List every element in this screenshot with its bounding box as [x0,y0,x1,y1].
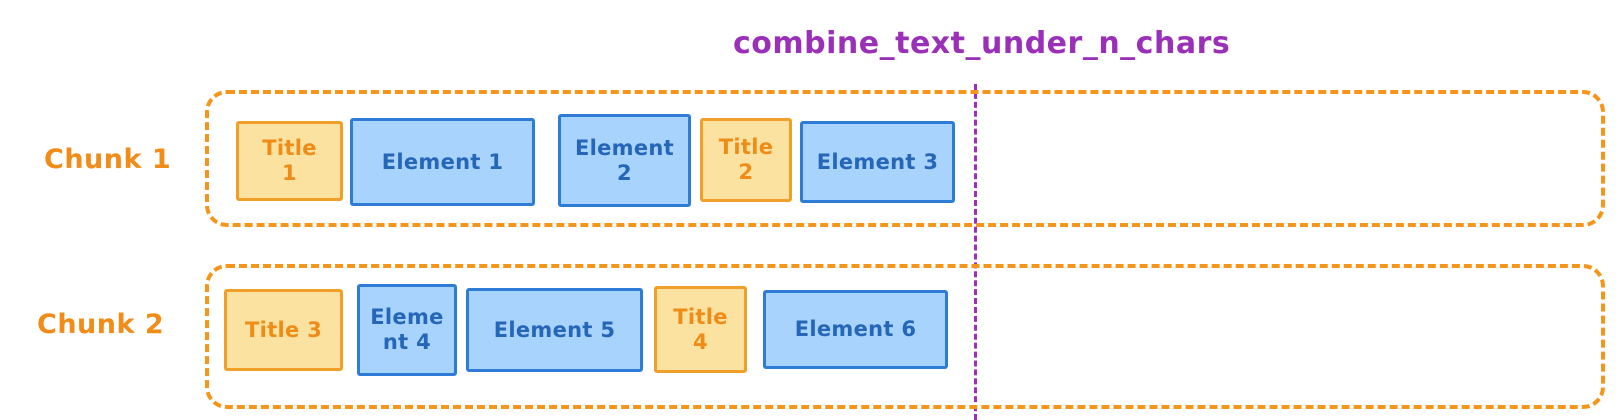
chunk-label-1: Chunk 1 [44,144,172,175]
box-element-3: Element 3 [800,121,955,203]
box-element-5: Element 5 [466,288,643,372]
threshold-divider-line [974,84,977,420]
box-title-3: Title 3 [224,289,343,371]
chunk-container-2 [205,264,1605,409]
box-element-1: Element 1 [350,118,535,206]
chunk-label-2: Chunk 2 [37,309,165,340]
chunk-container-1 [205,90,1605,227]
box-element-6: Element 6 [763,290,948,369]
threshold-title: combine_text_under_n_chars [733,26,1231,61]
